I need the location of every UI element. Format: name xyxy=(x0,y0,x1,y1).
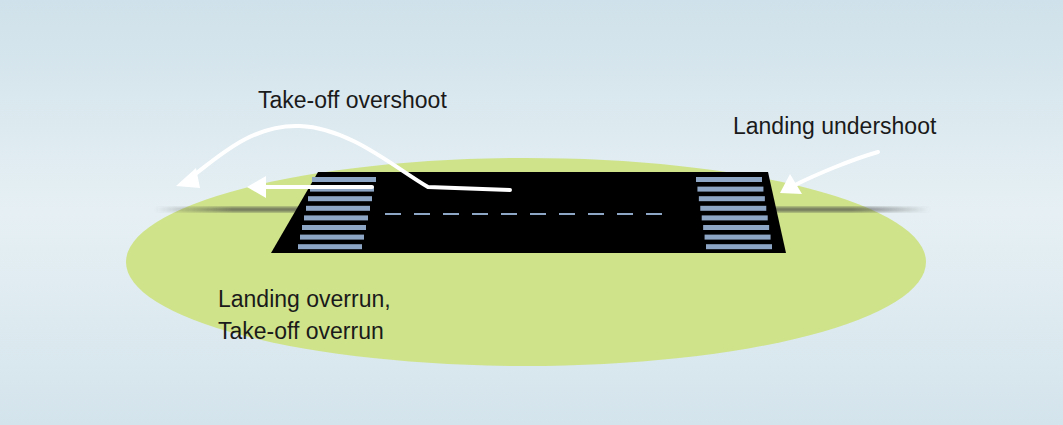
arrowhead xyxy=(176,168,200,188)
centerline-dash xyxy=(443,213,459,215)
safety-area xyxy=(126,158,926,366)
undershoot-arrow xyxy=(795,152,878,185)
stripe xyxy=(300,235,364,240)
stripe xyxy=(700,206,766,211)
centerline-dash xyxy=(501,213,517,215)
stripe xyxy=(702,215,768,220)
runway xyxy=(271,172,786,253)
centerline-dash xyxy=(385,213,401,215)
centerline-dash xyxy=(414,213,430,215)
takeoff-overshoot-label: Take-off overshoot xyxy=(258,84,447,116)
overrun-arrow xyxy=(262,185,372,189)
arrowhead xyxy=(780,174,802,194)
centerline-dashes xyxy=(385,213,662,215)
stripe xyxy=(706,244,772,249)
stripe xyxy=(703,225,769,230)
overrun-label: Landing overrun, Take-off overrun xyxy=(218,283,418,347)
centerline-dash xyxy=(588,213,604,215)
centerline-dash xyxy=(646,213,662,215)
stripe xyxy=(696,177,762,182)
centerline-dash xyxy=(530,213,546,215)
stripe xyxy=(304,215,368,220)
centerline-dash xyxy=(472,213,488,215)
centerline-dash xyxy=(559,213,575,215)
stripe xyxy=(308,196,372,201)
stripe xyxy=(302,225,366,230)
threshold-stripes xyxy=(696,177,772,249)
stripe xyxy=(699,196,765,201)
centerline-dash xyxy=(617,213,633,215)
landing-undershoot-label: Landing undershoot xyxy=(733,110,936,142)
overshoot-arrow xyxy=(190,126,510,190)
stripe xyxy=(312,177,376,182)
stripe xyxy=(306,206,370,211)
stripe xyxy=(697,187,763,192)
stripe xyxy=(298,244,362,249)
arrowhead xyxy=(247,176,266,198)
arrowheads xyxy=(176,168,802,198)
stripe xyxy=(705,235,771,240)
